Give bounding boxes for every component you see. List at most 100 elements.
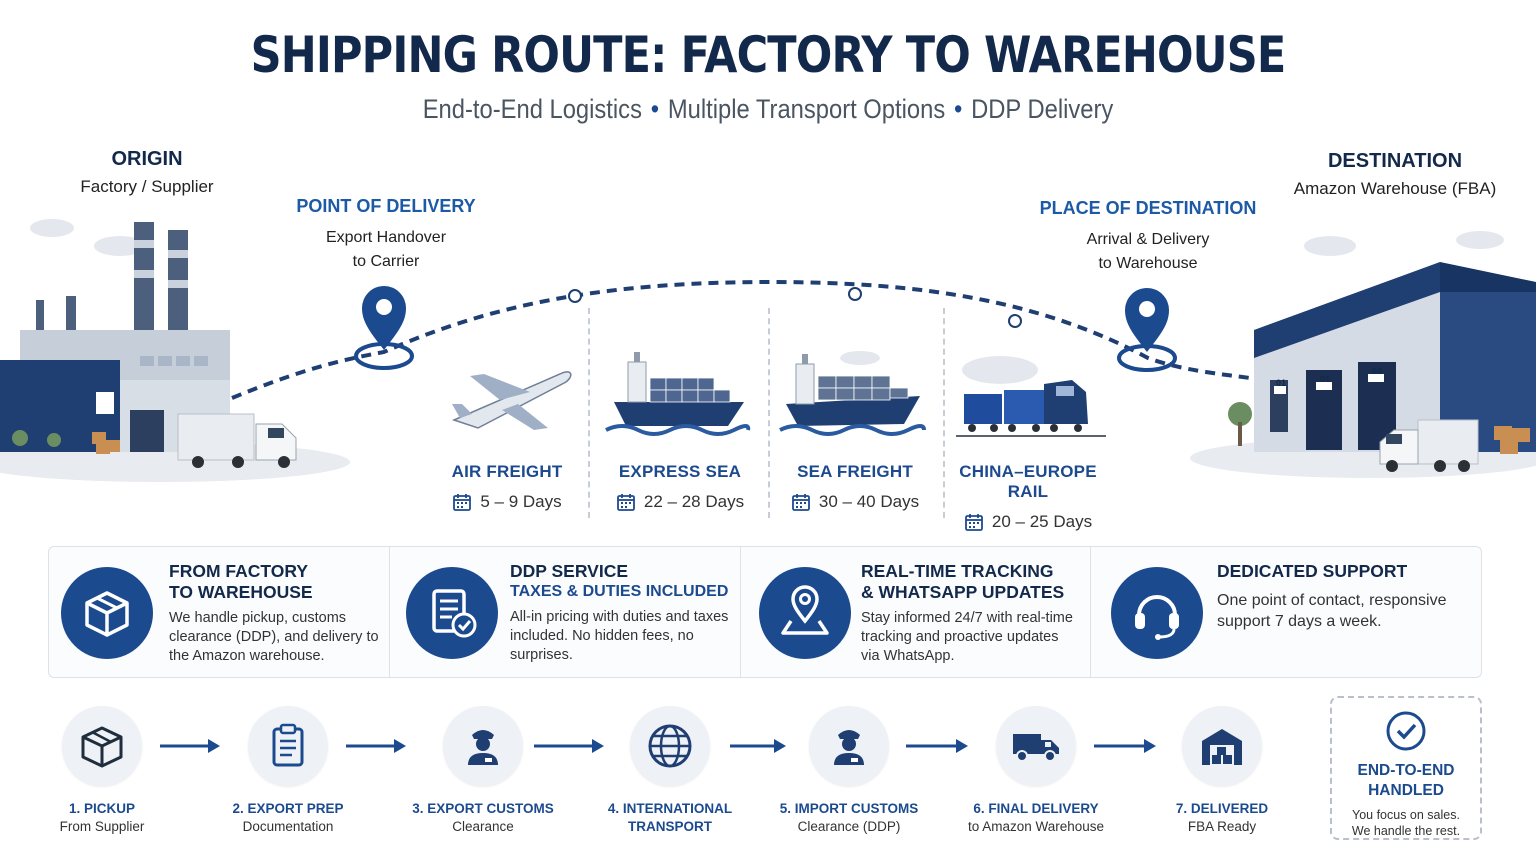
arrow-right-icon	[730, 739, 786, 753]
subtitle-separator: •	[953, 94, 963, 124]
customs-officer-icon	[809, 706, 889, 786]
point-of-delivery-line2: to Carrier	[352, 253, 420, 270]
arrow-right-icon	[160, 739, 220, 753]
cargo-ship-icon	[779, 354, 926, 436]
cloud-icon	[30, 219, 1504, 384]
step-sublabel: Clearance	[452, 819, 514, 834]
end-to-end-box: END-TO-END HANDLED You focus on sales. W…	[1330, 696, 1482, 840]
map-pin-icon	[1117, 288, 1177, 372]
box-icon	[62, 706, 142, 786]
mode-days: 22 – 28 Days	[643, 492, 745, 511]
mode-duration: 5 – 9 Days	[422, 492, 592, 512]
point-of-delivery: POINT OF DELIVERY Export Handover to Car…	[286, 194, 486, 274]
place-of-destination: PLACE OF DESTINATION Arrival & Delivery …	[1038, 196, 1258, 276]
page-title: SHIPPING ROUTE: FACTORY TO WAREHOUSE	[250, 26, 1287, 84]
mode-name: AIR FREIGHT	[451, 462, 563, 481]
step-sublabel: From Supplier	[59, 819, 145, 834]
feature-dedicated-support: DEDICATED SUPPORT One point of contact, …	[1091, 547, 1481, 677]
feature-title-line2: TO WAREHOUSE	[169, 582, 313, 602]
place-of-destination-line1: Arrival & Delivery	[1086, 231, 1210, 248]
feature-ddp-service: DDP SERVICE TAXES & DUTIES INCLUDED All-…	[390, 547, 741, 677]
step-sublabel: Documentation	[242, 819, 334, 834]
feature-title: DDP SERVICE	[510, 561, 629, 581]
mode-name: EXPRESS SEA	[618, 462, 742, 481]
subtitle-part: Multiple Transport Options	[667, 94, 946, 124]
feature-title: DEDICATED SUPPORT	[1217, 561, 1408, 581]
route-waypoint	[568, 287, 1022, 328]
end-to-end-heading-line2: HANDLED	[1368, 782, 1444, 799]
place-of-destination-line2: to Warehouse	[1098, 255, 1198, 272]
warehouse-icon	[1228, 262, 1536, 454]
subtitle-separator: •	[650, 94, 660, 124]
transport-mode-express-sea: EXPRESS SEA 22 – 28 Days	[595, 462, 765, 512]
process-step-export-customs: 3. EXPORT CUSTOMS Clearance	[396, 706, 570, 836]
process-step-import-customs: 5. IMPORT CUSTOMS Clearance (DDP)	[762, 706, 936, 836]
calendar-icon	[453, 494, 472, 511]
feature-factory-to-warehouse: FROM FACTORY TO WAREHOUSE We handle pick…	[49, 547, 390, 677]
feature-body: All-in pricing with duties and taxes inc…	[510, 609, 729, 663]
subtitle: End-to-End Logistics •Multiple Transport …	[92, 94, 1444, 125]
calendar-icon	[617, 494, 635, 511]
delivery-truck-icon	[996, 706, 1076, 786]
subtitle-part: End-to-End Logistics	[422, 94, 642, 124]
warehouse-icon	[1182, 706, 1262, 786]
airplane-icon	[451, 371, 572, 430]
feature-text: DDP SERVICE TAXES & DUTIES INCLUDED All-…	[510, 561, 730, 665]
check-circle-icon	[1386, 711, 1426, 751]
features-panel: FROM FACTORY TO WAREHOUSE We handle pick…	[48, 546, 1482, 678]
step-label: 5. IMPORT CUSTOMS	[779, 801, 919, 816]
mode-days: 5 – 9 Days	[480, 492, 562, 511]
mode-duration: 20 – 25 Days	[943, 512, 1113, 532]
package-icon	[61, 567, 153, 659]
step-sublabel: to Amazon Warehouse	[967, 819, 1105, 834]
door-number: 01	[1320, 374, 1331, 384]
route-illustration	[0, 219, 1536, 482]
step-sublabel: FBA Ready	[1187, 819, 1257, 834]
point-of-delivery-line1: Export Handover	[325, 229, 447, 246]
mode-name: SEA FREIGHT	[797, 462, 913, 481]
arrow-right-icon	[534, 739, 604, 753]
mode-days: 20 – 25 Days	[991, 512, 1093, 531]
process-step-delivered: 7. DELIVERED FBA Ready	[1142, 706, 1302, 836]
mode-days: 30 – 40 Days	[818, 492, 920, 511]
process-step-pickup: 1. PICKUP From Supplier	[22, 706, 182, 836]
map-pin-icon	[354, 286, 414, 370]
map-pin-icon	[759, 567, 851, 659]
factory-icon	[0, 222, 230, 454]
transport-mode-sea-freight: SEA FREIGHT 30 – 40 Days	[770, 462, 940, 512]
transport-mode-rail: CHINA–EUROPE RAIL 20 – 25 Days	[943, 462, 1113, 532]
feature-text: DEDICATED SUPPORT One point of contact, …	[1217, 561, 1471, 632]
destination-sub: Amazon Warehouse (FBA)	[1293, 179, 1497, 198]
mode-divider	[943, 308, 945, 518]
end-to-end-line1: You focus on sales.	[1352, 808, 1460, 822]
transport-mode-air: AIR FREIGHT 5 – 9 Days	[422, 462, 592, 512]
customs-officer-icon	[443, 706, 523, 786]
step-sublabel: TRANSPORT	[628, 819, 712, 834]
feature-body: Stay informed 24/7 with real-time tracki…	[861, 610, 1073, 664]
door-number: 01	[1276, 378, 1287, 388]
mode-divider	[768, 308, 770, 518]
process-step-international-transport: 4. INTERNATIONAL TRANSPORT	[590, 706, 750, 836]
feature-real-time-tracking: REAL-TIME TRACKING & WHATSAPP UPDATES St…	[741, 547, 1091, 677]
destination-label: DESTINATION Amazon Warehouse (FBA)	[1290, 150, 1500, 199]
calendar-icon	[792, 494, 810, 511]
headset-icon	[1111, 567, 1203, 659]
arrow-right-icon	[906, 739, 968, 753]
document-check-icon	[406, 567, 498, 659]
step-label: 1. PICKUP	[68, 801, 136, 816]
mode-duration: 30 – 40 Days	[770, 492, 940, 512]
step-label: 7. DELIVERED	[1175, 801, 1269, 816]
origin-sub: Factory / Supplier	[80, 177, 214, 196]
point-of-delivery-heading: POINT OF DELIVERY	[296, 196, 476, 216]
globe-icon	[630, 706, 710, 786]
container-ship-icon	[605, 352, 751, 436]
process-step-final-delivery: 6. FINAL DELIVERY to Amazon Warehouse	[948, 706, 1124, 836]
feature-subtitle: TAXES & DUTIES INCLUDED	[510, 583, 729, 600]
feature-body: One point of contact, responsive support…	[1217, 592, 1447, 630]
feature-title-line2: & WHATSAPP UPDATES	[861, 582, 1065, 602]
calendar-icon	[965, 514, 983, 531]
origin-label: ORIGIN Factory / Supplier	[62, 148, 232, 197]
process-step-export-prep: 2. EXPORT PREP Documentation	[208, 706, 368, 836]
subtitle-part: DDP Delivery	[971, 94, 1114, 124]
arrow-right-icon	[346, 739, 406, 753]
